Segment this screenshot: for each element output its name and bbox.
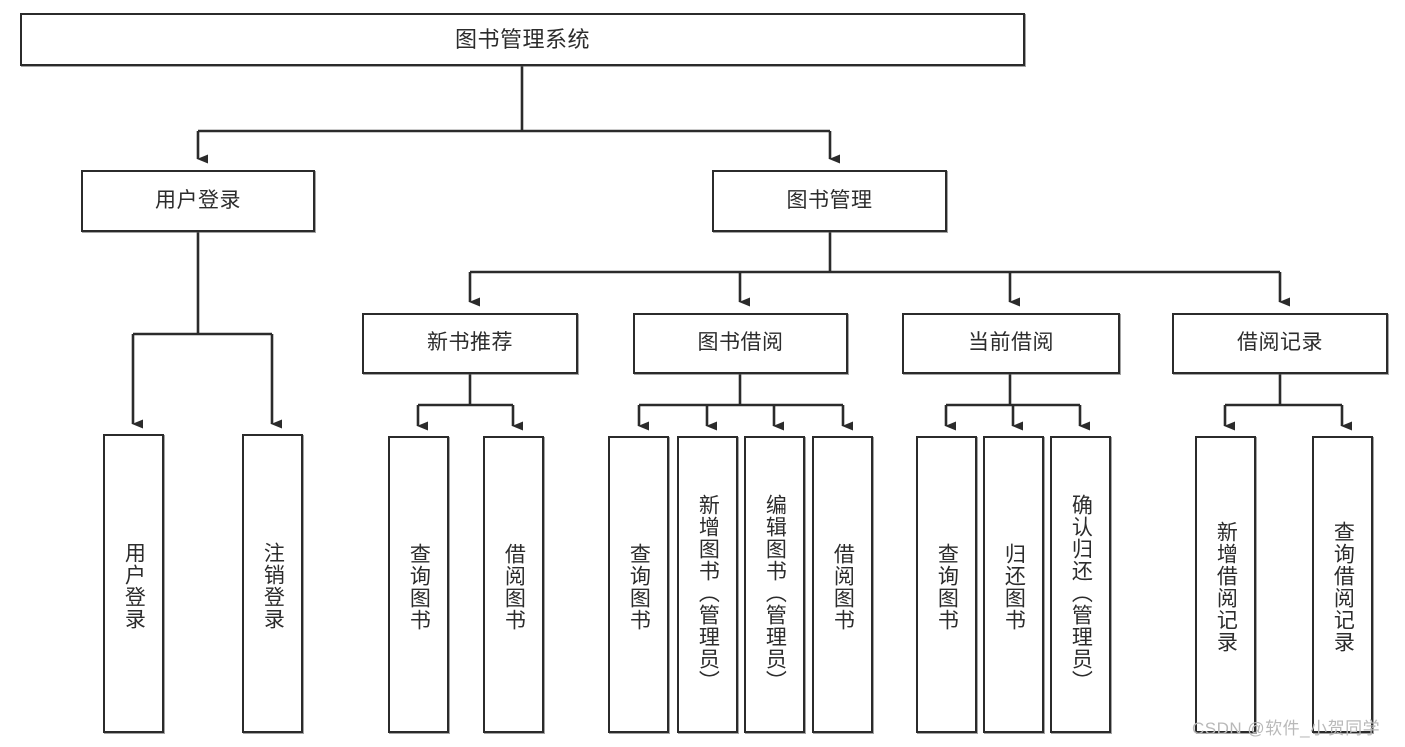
- leaf-borrow-record-query-record[interactable]: 查询借阅记录: [1312, 436, 1373, 733]
- leaf-new-book-query-book[interactable]: 查询图书: [388, 436, 449, 733]
- node-label: 借阅图书: [502, 542, 526, 631]
- node-root-system[interactable]: 图书管理系统: [20, 13, 1025, 66]
- node-current-borrow[interactable]: 当前借阅: [902, 313, 1120, 374]
- leaf-book-borrow-edit-book-admin[interactable]: 编辑图书（管理员）: [744, 436, 805, 733]
- node-label: 编辑图书（管理员）: [763, 493, 787, 692]
- leaf-book-borrow-borrow-book[interactable]: 借阅图书: [812, 436, 873, 733]
- node-new-book-recommend[interactable]: 新书推荐: [362, 313, 578, 374]
- leaf-user-login-logout[interactable]: 注销登录: [242, 434, 303, 733]
- node-label: 借阅记录: [1237, 331, 1323, 355]
- node-label: 确认归还（管理员）: [1069, 493, 1093, 692]
- node-label: 查询图书: [627, 542, 651, 631]
- node-label: 用户登录: [122, 541, 146, 630]
- csdn-watermark: CSDN @软件_小贺同学: [1192, 719, 1381, 738]
- leaf-current-borrow-return-book[interactable]: 归还图书: [983, 436, 1044, 733]
- node-label: 借阅图书: [831, 542, 855, 631]
- node-label: 注销登录: [261, 541, 285, 630]
- node-borrow-record[interactable]: 借阅记录: [1172, 313, 1388, 374]
- node-user-login[interactable]: 用户登录: [81, 170, 315, 232]
- node-label: 用户登录: [155, 188, 241, 212]
- node-label: 新增图书（管理员）: [696, 493, 720, 692]
- node-book-borrow[interactable]: 图书借阅: [633, 313, 848, 374]
- leaf-borrow-record-add-record[interactable]: 新增借阅记录: [1195, 436, 1256, 733]
- node-label: 当前借阅: [968, 331, 1054, 355]
- leaf-new-book-borrow-book[interactable]: 借阅图书: [483, 436, 544, 733]
- node-label: 新书推荐: [427, 331, 513, 355]
- node-label: 图书管理: [786, 188, 873, 212]
- node-book-management[interactable]: 图书管理: [712, 170, 947, 232]
- leaf-current-borrow-query-book[interactable]: 查询图书: [916, 436, 977, 733]
- node-label: 查询图书: [935, 542, 959, 631]
- node-label: 图书管理系统: [454, 26, 590, 52]
- node-label: 图书借阅: [697, 331, 784, 355]
- leaf-book-borrow-query-book[interactable]: 查询图书: [608, 436, 669, 733]
- leaf-current-borrow-confirm-return-admin[interactable]: 确认归还（管理员）: [1050, 436, 1111, 733]
- node-label: 新增借阅记录: [1214, 520, 1238, 653]
- node-label: 归还图书: [1002, 542, 1026, 631]
- leaf-book-borrow-add-book-admin[interactable]: 新增图书（管理员）: [677, 436, 738, 733]
- leaf-user-login-login[interactable]: 用户登录: [103, 434, 164, 733]
- node-label: 查询图书: [407, 542, 431, 631]
- node-label: 查询借阅记录: [1331, 520, 1355, 653]
